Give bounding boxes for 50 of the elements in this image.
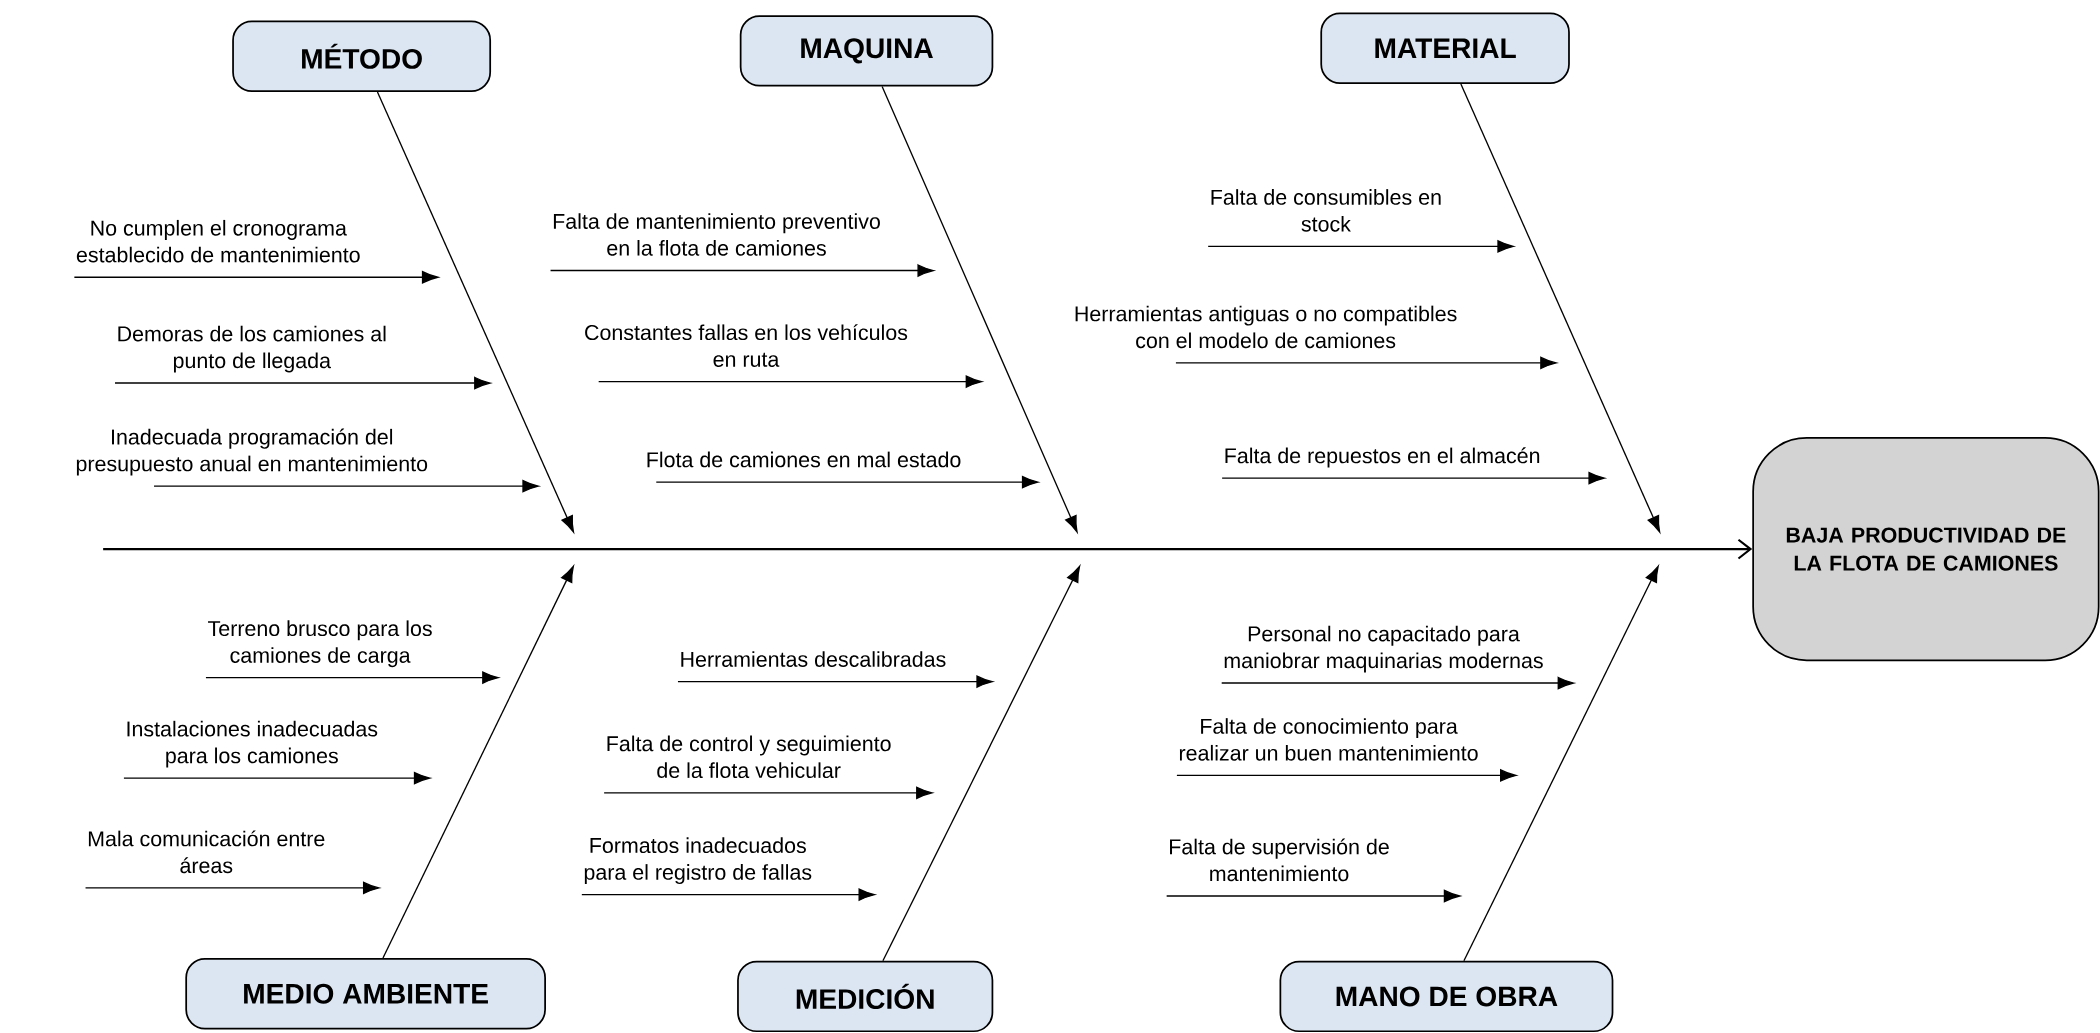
- category-box: MEDIO AMBIENTE: [185, 958, 546, 1030]
- arrow: [1176, 769, 1517, 782]
- cause-text: Herramientas antiguas o no compatibles con el modelo de camiones: [1075, 305, 1457, 349]
- cause-text: Demoras de los camiones al punto de llegada: [118, 325, 386, 373]
- arrow: [603, 786, 933, 800]
- arrow: [153, 480, 539, 493]
- cause-text: No cumplen el cronograma establecido de mantenimiento: [76, 220, 360, 263]
- cause-text: Falta de repuestos en el almacén: [1225, 447, 1540, 468]
- arrow: [376, 91, 575, 533]
- cause-text: Herramientas descalibradas: [681, 651, 946, 668]
- cause-text: Personal no capacitado para maniobrar maquinarias modernas: [1224, 625, 1543, 673]
- arrow: [881, 86, 1078, 533]
- arrow: [103, 539, 1753, 560]
- arrow: [1221, 472, 1605, 485]
- arrow: [882, 565, 1081, 962]
- cause-text: Formatos inadecuados para el registro de fallas: [584, 837, 812, 885]
- cause-text: Mala comunicación entre áreas: [88, 830, 325, 874]
- cause-text: Falta de conocimiento para realizar un buen mantenimiento: [1179, 718, 1478, 761]
- effect-box: BAJA PRODUCTIVIDAD DE LA FLOTA DE CAMIONES: [1752, 437, 2100, 662]
- cause-text: Falta de mantenimiento preventivo en la flota de camiones: [553, 213, 880, 256]
- arrow: [123, 772, 431, 785]
- arrow: [1460, 83, 1661, 533]
- cause-text: Flota de camiones en mal estado: [647, 451, 961, 468]
- arrow: [549, 264, 934, 277]
- arrow: [1463, 565, 1659, 962]
- arrow: [205, 671, 499, 685]
- arrow: [84, 881, 380, 895]
- cause-text: Instalaciones inadecuadas para los camiones: [127, 721, 378, 768]
- category-box: MATERIAL: [1320, 12, 1570, 85]
- arrow: [73, 271, 439, 284]
- cause-text: Falta de consumibles en stock: [1211, 189, 1441, 232]
- category-box: MANO DE OBRA: [1279, 960, 1614, 1033]
- arrow: [1207, 240, 1514, 253]
- arrow: [1175, 356, 1557, 370]
- arrow: [655, 476, 1039, 489]
- cause-text: Falta de supervisión de mantenimiento: [1170, 838, 1389, 882]
- category-box: MÉTODO: [232, 20, 492, 93]
- arrow: [114, 377, 491, 390]
- cause-text: Constantes fallas en los vehículos en ruta: [585, 324, 908, 368]
- arrow: [382, 565, 574, 959]
- category-box: MAQUINA: [739, 15, 994, 87]
- cause-text: Falta de control y seguimiento de la flota vehicular: [607, 735, 891, 779]
- arrow: [1166, 889, 1461, 903]
- arrow: [598, 375, 983, 389]
- arrow: [1221, 677, 1575, 690]
- cause-text: Terreno brusco para los camiones de carga: [208, 620, 432, 668]
- arrow: [677, 675, 993, 689]
- cause-text: Inadecuada programación del presupuesto anual en mantenimiento: [76, 428, 428, 476]
- category-box: MEDICIÓN: [737, 960, 994, 1033]
- arrow: [581, 888, 875, 902]
